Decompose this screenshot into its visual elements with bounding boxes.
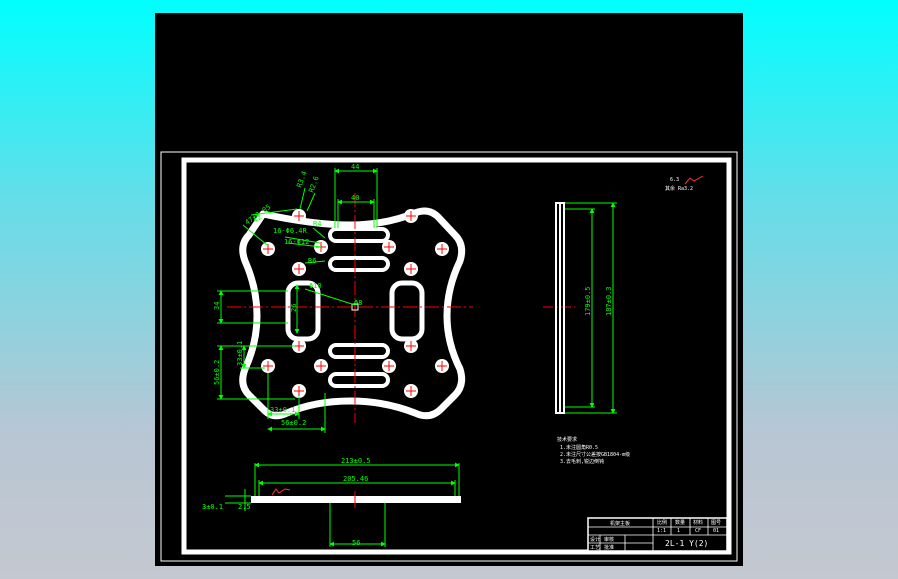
dim-center-small: Φ8 xyxy=(354,299,362,307)
dim-slot-height: 26 xyxy=(290,304,298,312)
dim-radius-r6: R6 xyxy=(308,257,316,265)
top-view-dimensions xyxy=(217,168,378,433)
dim-side-inner-length: 179±0.5 xyxy=(584,286,592,316)
dim-lower-left-b: 33±0.1 xyxy=(236,341,244,366)
title-grid-label-4: 1:1 xyxy=(657,528,666,534)
slot-bottom-2 xyxy=(328,372,390,388)
title-grid-label-5: 1 xyxy=(677,528,680,534)
dim-front-inner-length: 205.46 xyxy=(343,475,368,483)
title-grid-label-0: 比例 xyxy=(657,519,667,526)
dim-front-center-width: 56 xyxy=(352,539,360,547)
title-block: 机架主板 设计 审核 工艺 批准 比例 数量 材料 图号 1:1 1 CF 01… xyxy=(587,517,728,552)
title-grid-label-2: 材料 xyxy=(693,519,703,526)
dim-holes-6-4: 16-Φ6.4R xyxy=(273,227,308,235)
title-grid-label-6: CF xyxy=(695,528,701,534)
title-label-process: 工艺 xyxy=(590,545,600,551)
roughness-mark-front xyxy=(271,488,291,496)
cad-drawing-canvas[interactable]: 44 40 R3.4 R2.6 R4 16-Φ6.4R 16-Φ12 R6 47… xyxy=(155,13,743,566)
title-grid-label-1: 数量 xyxy=(675,519,685,526)
dim-bottom-b: 56±0.2 xyxy=(281,419,306,427)
tech-note-2: 2.未注尺寸公差按GB1804-m级 xyxy=(560,451,630,458)
slot-bottom-1 xyxy=(328,343,390,359)
sheet-inner-border xyxy=(181,157,732,555)
dim-lower-left-a: 56±0.2 xyxy=(213,360,221,385)
sheet-outer-border xyxy=(160,151,738,562)
dim-front-thickness: 3±0.1 xyxy=(202,503,223,511)
side-view: 179±0.5 187±0.3 xyxy=(543,202,617,414)
window-right xyxy=(389,280,425,342)
title-part-name: 机架主板 xyxy=(610,520,630,527)
dim-center-dia: Φ10 xyxy=(309,282,322,290)
dim-top-width-inner: 40 xyxy=(351,194,359,202)
dim-bottom-a: 33±0.1 xyxy=(270,406,295,414)
dim-hole-r-a: R3.4 xyxy=(295,170,308,189)
front-view: 213±0.5 205.46 3±0.1 2.5 56 xyxy=(202,457,461,547)
center-mark xyxy=(351,303,359,311)
slot-top-2 xyxy=(328,256,390,272)
roughness-value: 6.3 xyxy=(670,177,679,183)
tech-note-1: 1.未注圆角R0.5 xyxy=(560,444,598,451)
tech-note-title: 技术要求 xyxy=(557,436,577,443)
title-label-review: 审核 xyxy=(604,536,614,543)
front-view-plate xyxy=(251,496,461,503)
top-view: 44 40 R3.4 R2.6 R4 16-Φ6.4R 16-Φ12 R6 47… xyxy=(213,163,473,433)
tech-note-3: 3.去毛刺,锐边倒钝 xyxy=(560,458,604,465)
cad-drawing: 44 40 R3.4 R2.6 R4 16-Φ6.4R 16-Φ12 R6 47… xyxy=(160,151,738,562)
dim-front-edge: 2.5 xyxy=(238,503,251,511)
dim-front-overall-length: 213±0.5 xyxy=(341,457,371,465)
slot-top-1 xyxy=(328,227,390,243)
title-label-design: 设计 xyxy=(590,536,600,543)
dim-holes-12: 16-Φ12 xyxy=(284,238,309,246)
surface-note: 6.3 其余 Ra3.2 xyxy=(665,175,704,192)
tech-notes: 技术要求 1.未注圆角R0.5 2.未注尺寸公差按GB1804-m级 3.去毛刺… xyxy=(557,436,630,465)
dim-top-width-outer: 44 xyxy=(351,163,359,171)
title-label-approve: 批准 xyxy=(604,544,614,551)
dim-side-outer-length: 187±0.3 xyxy=(605,286,613,316)
title-grid-label-7: 01 xyxy=(713,528,719,534)
hole-centermarks xyxy=(263,211,447,396)
dim-angle-2: 42 xyxy=(252,213,264,224)
title-grid-label-3: 图号 xyxy=(711,520,721,526)
window-left xyxy=(285,280,321,342)
surface-note-text: 其余 Ra3.2 xyxy=(665,185,693,192)
dim-hole-r-b: R2.6 xyxy=(307,175,320,194)
dim-left-height: 34 xyxy=(213,302,221,310)
dim-radius-r4: R4 xyxy=(313,220,321,228)
title-drawing-number: 2L-1 Y(2) xyxy=(665,539,708,548)
